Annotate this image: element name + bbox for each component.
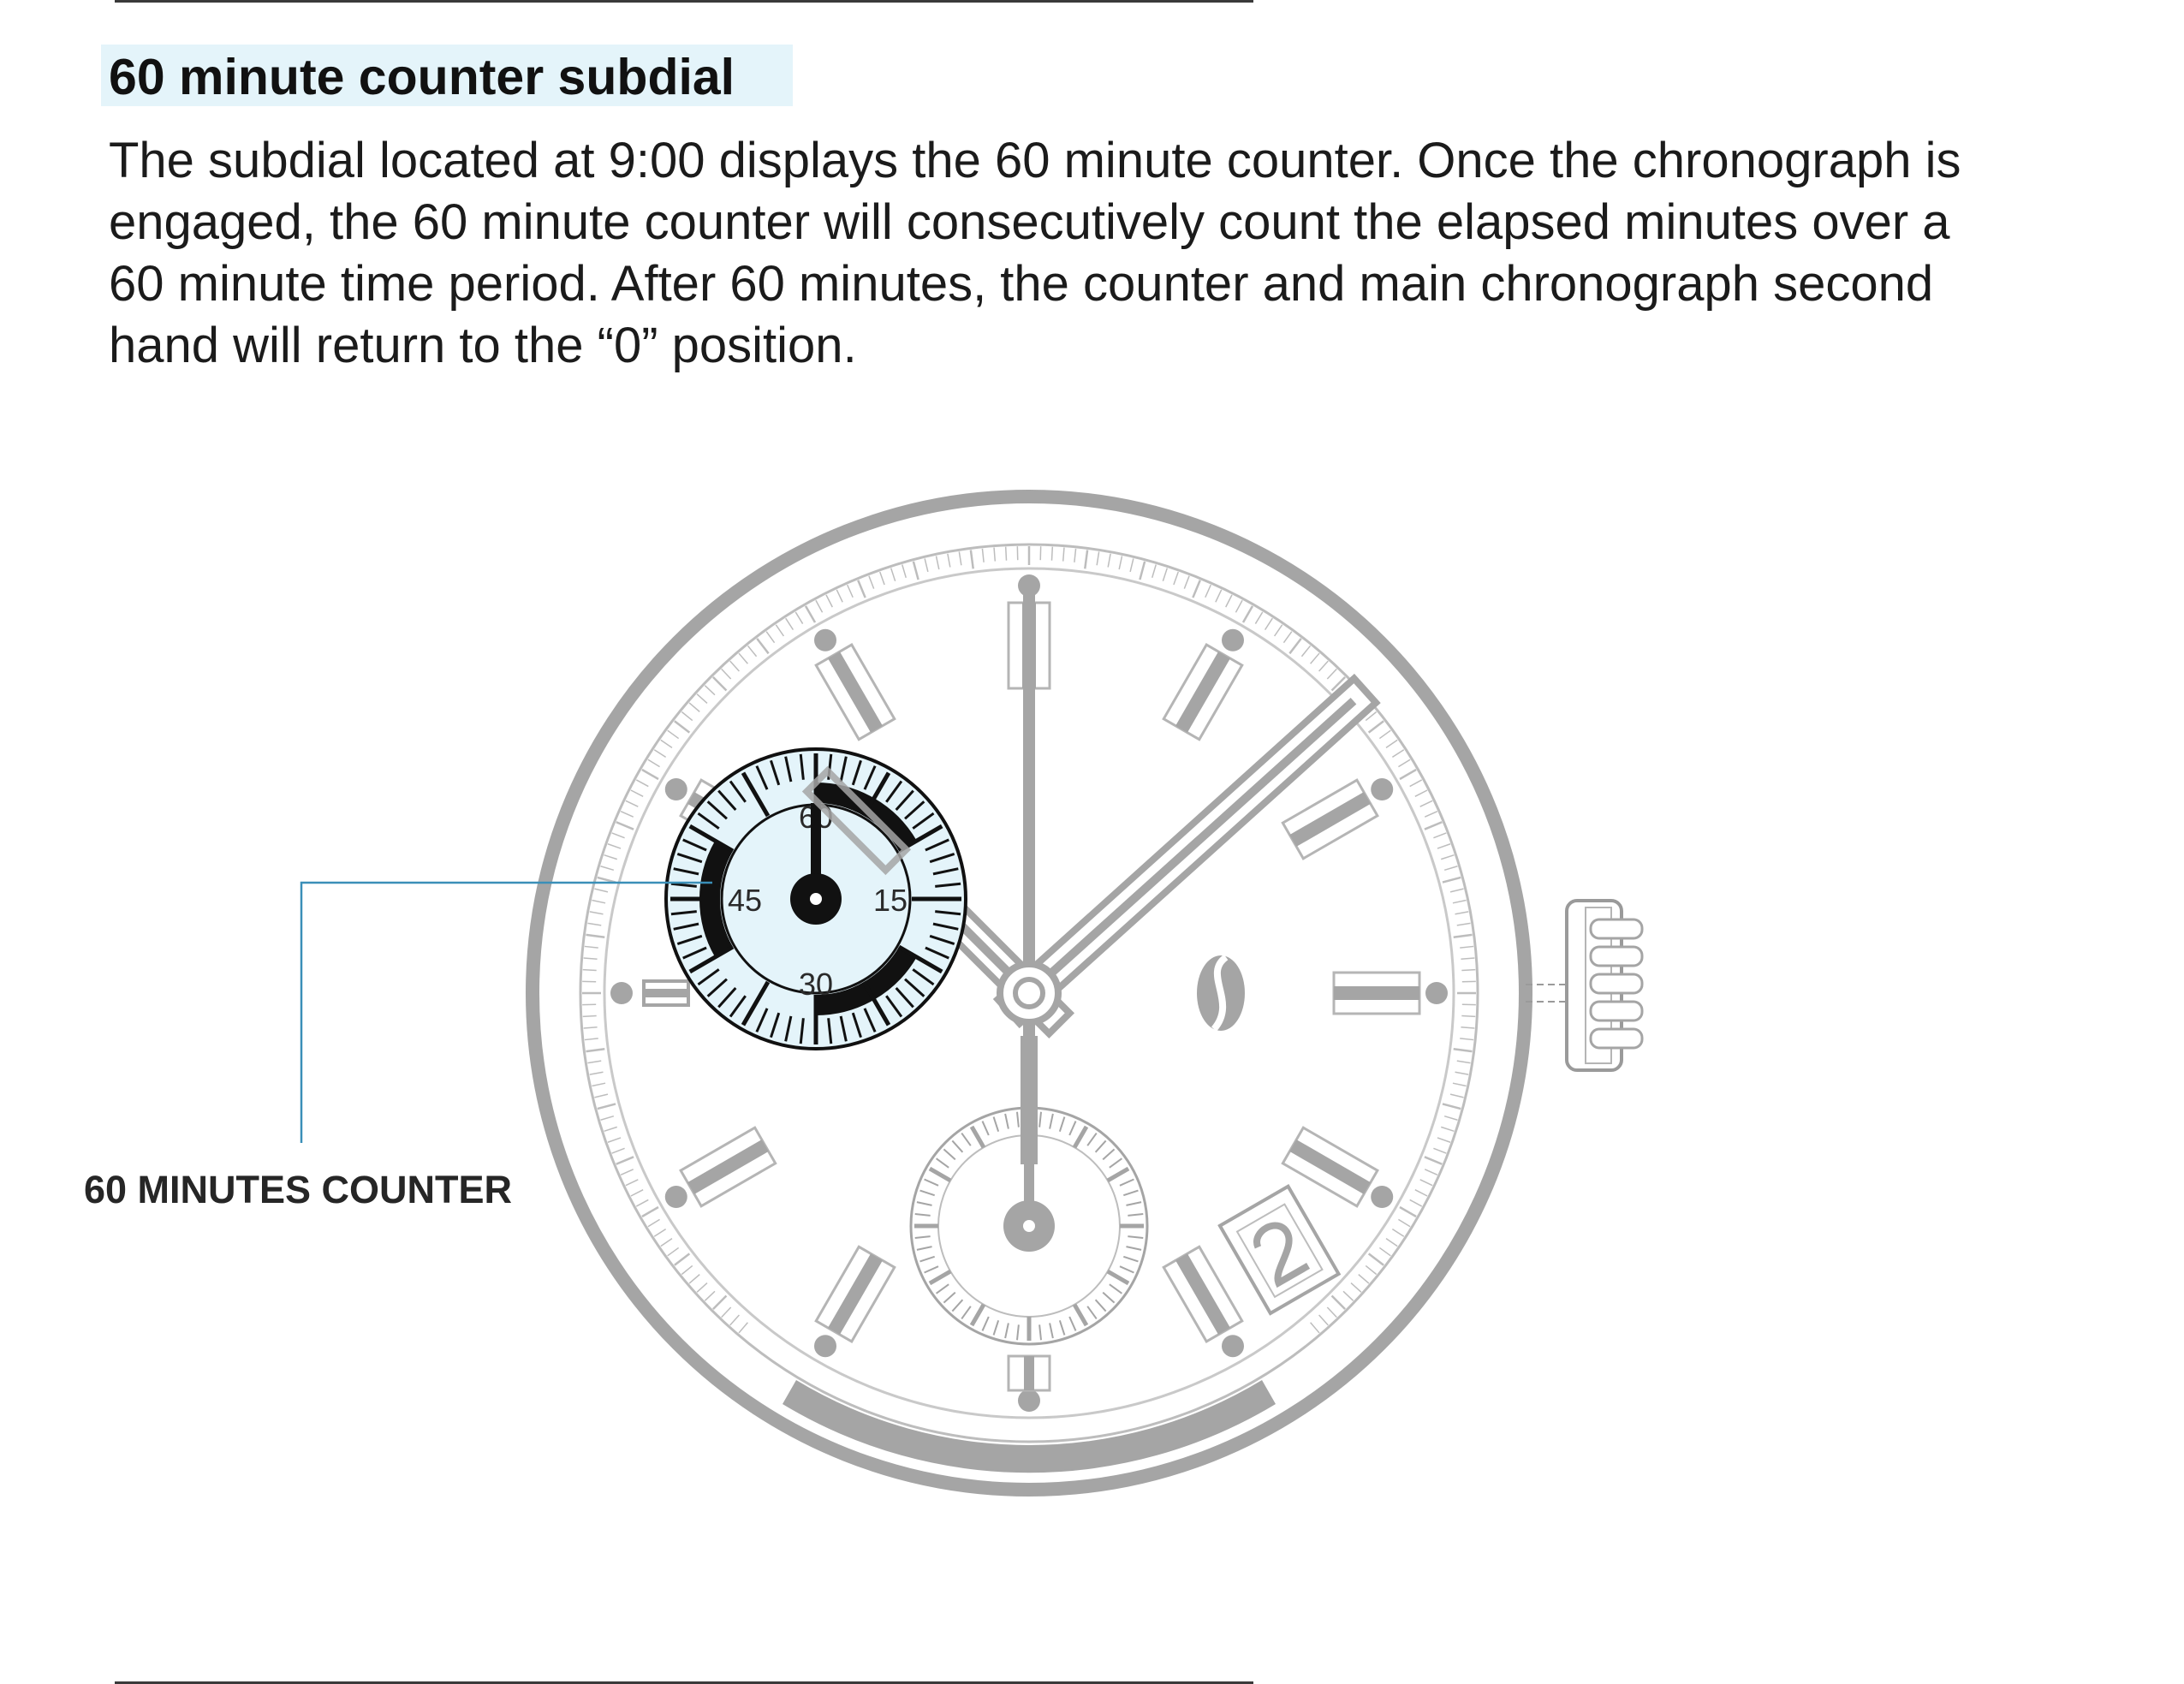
minute-counter-subdial: 60 45 15 30 bbox=[666, 749, 966, 1049]
subdial-numeral-45: 45 bbox=[728, 883, 762, 918]
crown bbox=[1526, 901, 1642, 1070]
brand-logo bbox=[1197, 955, 1245, 1031]
subdial-numeral-15: 15 bbox=[873, 883, 908, 918]
callout-label: 60 MINUTES COUNTER bbox=[84, 1168, 512, 1212]
subdial-numeral-30: 30 bbox=[799, 967, 833, 1002]
